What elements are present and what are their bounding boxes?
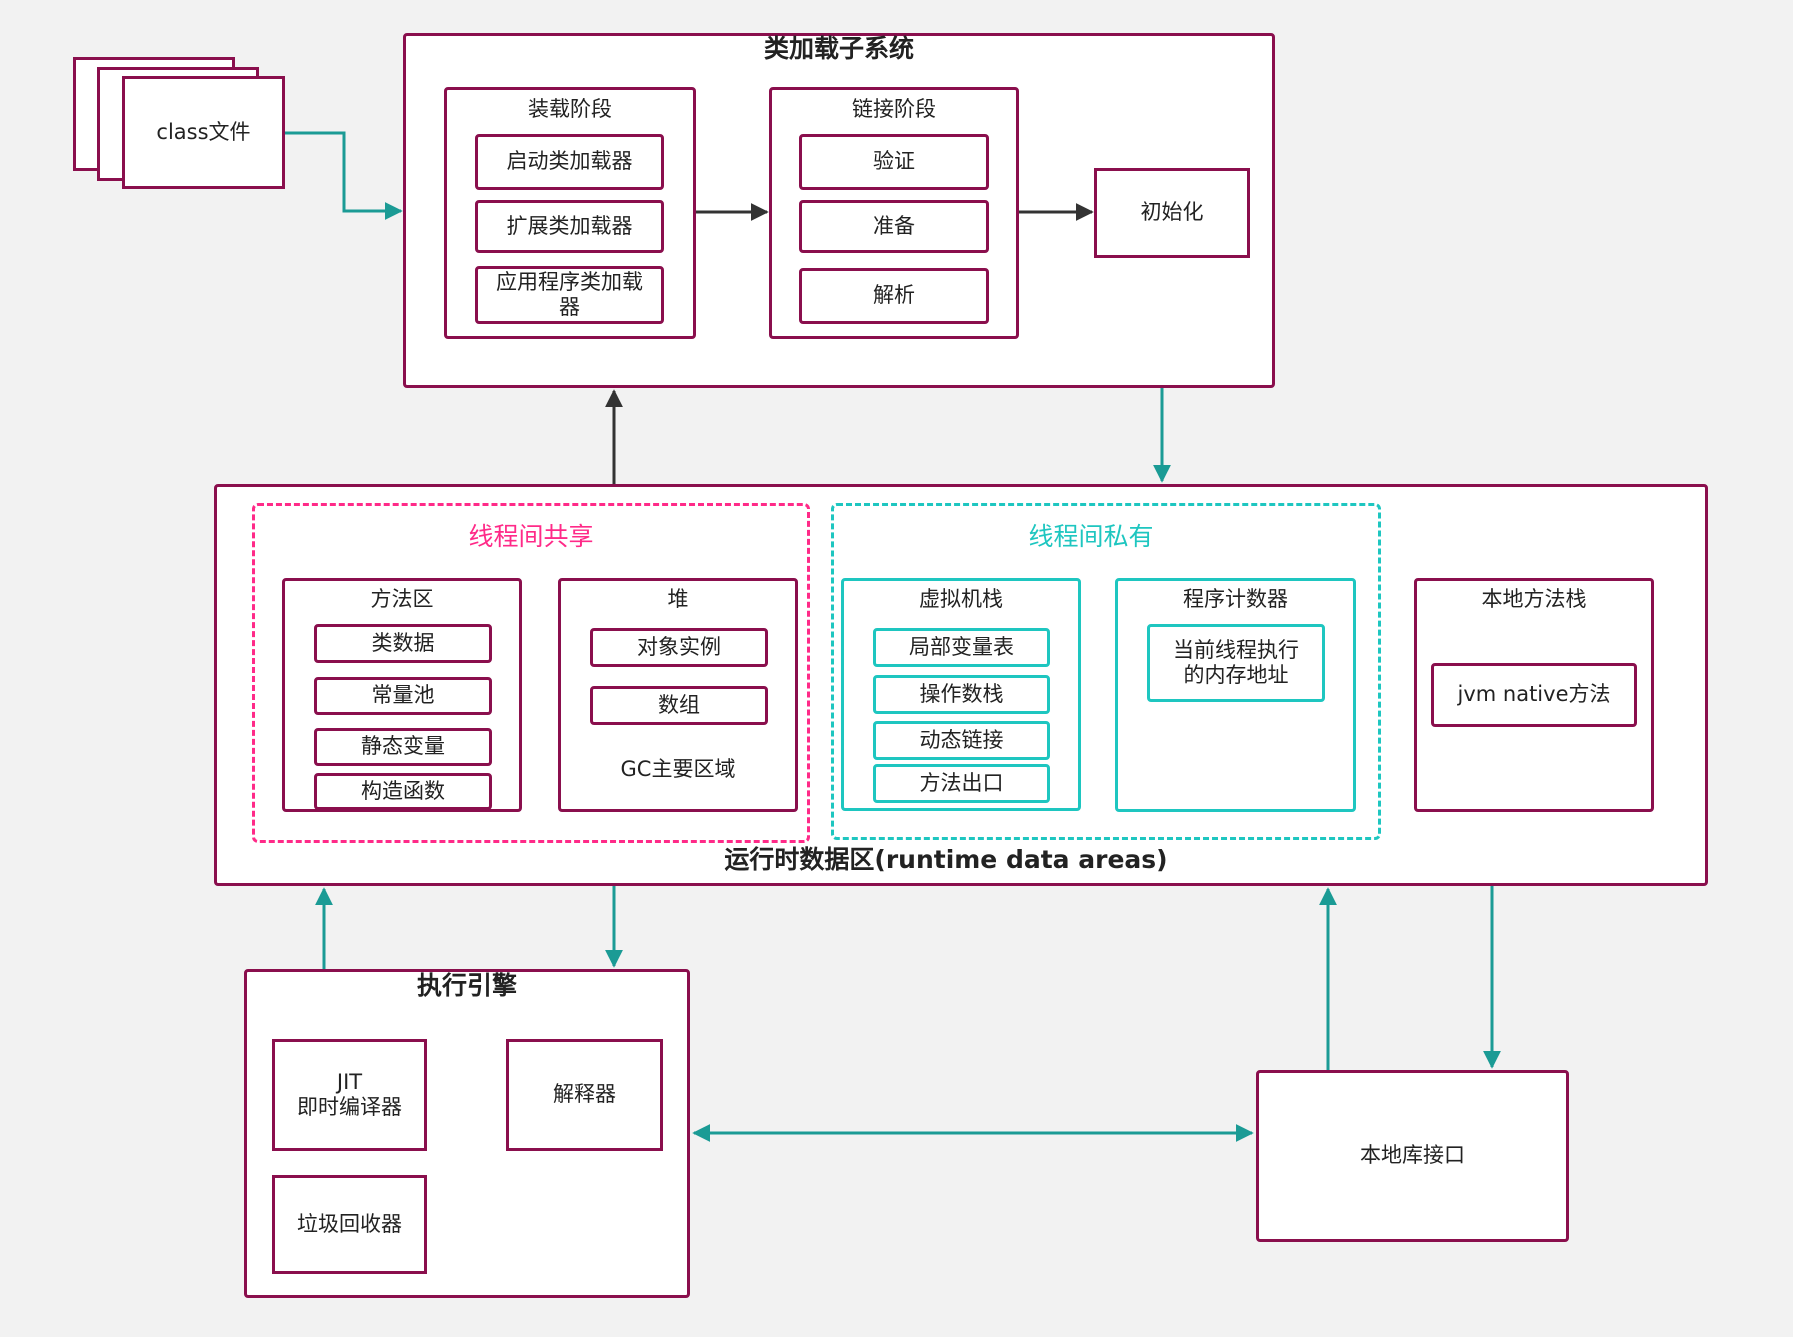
method-constant-pool[interactable]: 常量池 — [314, 677, 492, 715]
private-region-title: 线程间私有 — [1028, 522, 1154, 551]
class-loader-title: 类加载子系统 — [763, 34, 914, 63]
native-library-interface[interactable]: 本地库接口 — [1256, 1070, 1569, 1242]
extension-loader[interactable]: 扩展类加载器 — [475, 200, 664, 253]
shared-region-title: 线程间共享 — [468, 522, 594, 551]
private-region — [831, 503, 1381, 840]
execution-engine-title: 执行引擎 — [416, 971, 517, 1000]
vm-stack-title: 虚拟机栈 — [919, 587, 1003, 611]
vm-local-vars[interactable]: 局部变量表 — [873, 628, 1050, 667]
loading-phase-title: 装载阶段 — [528, 97, 612, 121]
vm-dynamic-link[interactable]: 动态链接 — [873, 721, 1050, 760]
vm-method-exit[interactable]: 方法出口 — [873, 764, 1050, 803]
heap-gc-note: GC主要区域 — [620, 757, 736, 781]
jvm-native-methods[interactable]: jvm native方法 — [1431, 663, 1637, 727]
shared-region — [252, 503, 810, 843]
application-loader[interactable]: 应用程序类加载器 — [475, 266, 664, 324]
method-class-data[interactable]: 类数据 — [314, 624, 492, 663]
heap-title: 堆 — [667, 587, 689, 611]
garbage-collector[interactable]: 垃圾回收器 — [272, 1175, 427, 1274]
runtime-title: 运行时数据区(runtime data areas) — [724, 845, 1168, 874]
native-method-stack-title: 本地方法栈 — [1481, 587, 1587, 611]
jit-compiler[interactable]: JIT 即时编译器 — [272, 1039, 427, 1151]
linking-phase-title: 链接阶段 — [852, 97, 936, 121]
interpreter[interactable]: 解释器 — [506, 1039, 663, 1151]
method-constructors[interactable]: 构造函数 — [314, 773, 492, 810]
initialization-box[interactable]: 初始化 — [1094, 168, 1250, 258]
method-area-title: 方法区 — [370, 587, 434, 611]
pc-current-address[interactable]: 当前线程执行的内存地址 — [1147, 624, 1325, 702]
class-file-box[interactable]: class文件 — [122, 76, 285, 189]
resolve-step[interactable]: 解析 — [799, 268, 989, 324]
arrow-class-to-loader — [285, 131, 403, 220]
heap-arrays[interactable]: 数组 — [590, 686, 768, 725]
program-counter-title: 程序计数器 — [1183, 587, 1288, 611]
prepare-step[interactable]: 准备 — [799, 200, 989, 253]
class-file-label: class文件 — [156, 119, 251, 144]
heap-object-instances[interactable]: 对象实例 — [590, 628, 768, 667]
bootstrap-loader[interactable]: 启动类加载器 — [475, 134, 664, 190]
verify-step[interactable]: 验证 — [799, 134, 989, 190]
vm-operand-stack[interactable]: 操作数栈 — [873, 675, 1050, 714]
method-static-vars[interactable]: 静态变量 — [314, 728, 492, 766]
